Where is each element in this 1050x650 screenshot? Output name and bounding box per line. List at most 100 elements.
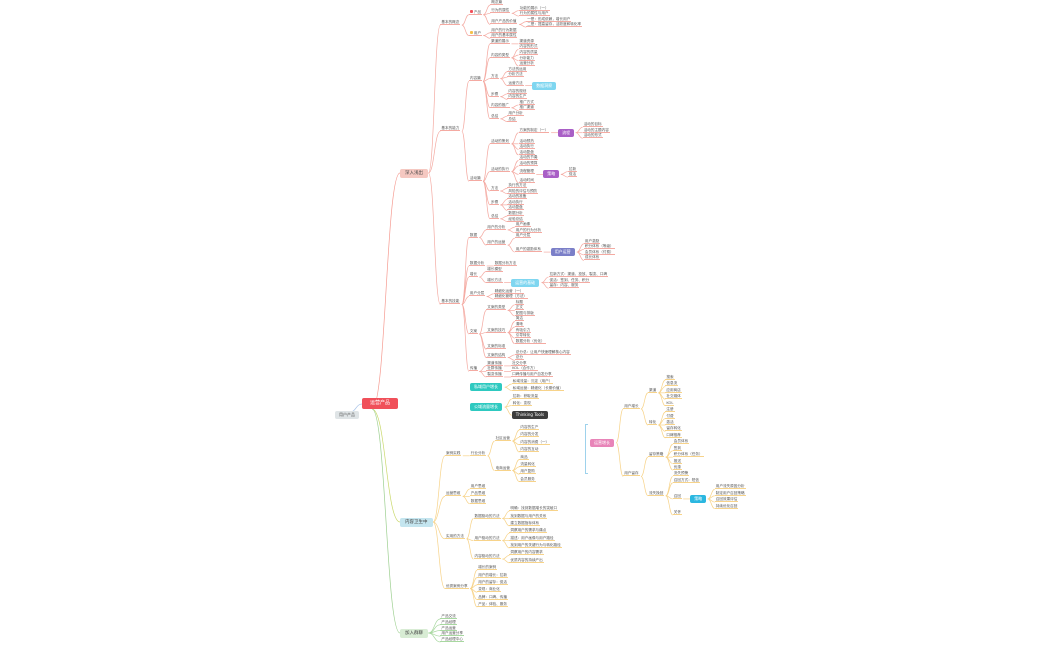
topic-node[interactable]: 口碑传播与用户自发分享 — [511, 372, 553, 377]
topic-node[interactable]: 用户的行为数据 — [490, 28, 518, 33]
topic-node[interactable]: 留存：内容、服务 — [548, 283, 580, 289]
topic-node[interactable]: 召回 — [672, 494, 682, 499]
topic-node[interactable]: 总结 — [490, 214, 500, 219]
topic-node[interactable]: 用户驱动的方法 — [473, 536, 501, 541]
topic-node[interactable]: 内容的质量 — [518, 50, 539, 55]
topic-node[interactable]: 用户的激励体系 — [514, 247, 542, 253]
topic-node[interactable]: 品牌：口碑、传播 — [477, 595, 508, 600]
topic-node[interactable]: 活动执行 — [518, 144, 535, 150]
topic-node[interactable]: 二是：提高留存，活跃度和转化率 — [526, 22, 583, 28]
topic-node[interactable]: 运营方法 — [507, 81, 524, 86]
topic-node[interactable]: 分析能力 — [518, 56, 535, 61]
topic-node[interactable]: 精细化管理（方法） — [493, 294, 529, 300]
topic-node[interactable]: 拉新方式：渠道、投放、裂变、口碑 — [548, 272, 609, 278]
topic-node[interactable]: 活动的节奏 — [518, 155, 539, 161]
topic-node[interactable]: 私域运营：精细化（长期价值） — [511, 386, 565, 391]
topic-node[interactable]: 内容的类型 — [490, 53, 510, 58]
topic-node[interactable]: 找到数据与用户的关系 — [509, 514, 548, 519]
topic-node[interactable]: 变现：商业化 — [477, 587, 501, 593]
topic-node[interactable]: 一是：形成依赖，增长用户 — [526, 17, 572, 22]
topic-node[interactable]: 文案的类型 — [486, 305, 507, 311]
topic-node[interactable]: 数据 — [468, 233, 479, 238]
topic-node[interactable]: 内容的互动 — [519, 447, 540, 453]
topic-node[interactable]: 方法的运用 — [507, 67, 528, 72]
topic-node[interactable]: 用户的增长：拉新 — [477, 573, 508, 578]
topic-node[interactable]: 社群传播 — [486, 366, 503, 372]
topic-node[interactable]: 渠道 — [648, 388, 658, 393]
topic-node[interactable]: 渠道资源 — [518, 39, 535, 44]
topic-node[interactable]: 用户运营 — [550, 248, 575, 257]
topic-node[interactable]: 风险的评估与预防 — [507, 189, 539, 194]
topic-node[interactable]: 用户 — [468, 31, 483, 36]
topic-node[interactable]: 用户增长 — [623, 404, 640, 409]
topic-node[interactable]: 用户复购 — [519, 469, 536, 475]
topic-node[interactable]: 产品经理 — [440, 620, 457, 625]
topic-node[interactable]: 商品 — [519, 455, 529, 460]
topic-node[interactable]: 找到用户的关键行为与转化路径 — [509, 543, 562, 548]
topic-node[interactable]: 推送 — [672, 459, 682, 464]
topic-node[interactable]: 配图与排版 — [514, 311, 535, 316]
topic-node[interactable]: 激活 — [665, 420, 675, 425]
topic-node[interactable]: 优惠 — [672, 465, 682, 470]
topic-node[interactable]: 推广渠道 — [518, 105, 535, 111]
topic-node[interactable]: 会员服务 — [519, 477, 536, 482]
topic-node[interactable]: 传播 — [468, 366, 479, 372]
topic-node[interactable]: KOL — [665, 401, 675, 406]
topic-node[interactable]: 私域用户增长 — [470, 383, 502, 392]
topic-node[interactable]: 策略 — [543, 170, 560, 179]
topic-node[interactable]: 产品 — [468, 10, 483, 15]
topic-node[interactable]: 活动执行 — [507, 200, 524, 205]
topic-node[interactable]: 社交分享 — [511, 361, 528, 366]
topic-node[interactable]: 活动时间 — [518, 178, 535, 183]
topic-node[interactable]: 用户的留存：促活 — [477, 580, 508, 585]
topic-node[interactable]: 用户产品的价值 — [490, 19, 518, 25]
topic-node[interactable]: 实用的方法 — [445, 534, 465, 539]
topic-node[interactable]: 私域流量：沉淀（用户） — [511, 379, 554, 384]
topic-node[interactable]: 产品经理中心 — [440, 637, 464, 642]
topic-node[interactable]: 用户分层 — [514, 233, 532, 239]
topic-node[interactable]: 运营思维 — [445, 491, 462, 497]
topic-node[interactable]: 引导转化 — [514, 333, 532, 339]
topic-node[interactable]: 用户流失原因分析 — [714, 484, 746, 490]
topic-node[interactable]: 促活 — [567, 172, 578, 178]
topic-node[interactable]: 洞察用户的内容需求 — [509, 550, 544, 556]
topic-node[interactable]: 运营增长 — [590, 438, 614, 447]
topic-node[interactable]: 增长模型 — [486, 267, 503, 272]
topic-node[interactable]: 运营分析 — [518, 61, 535, 67]
central-topic[interactable]: 运营产品 — [362, 398, 399, 409]
topic-node[interactable]: 活动的执行 — [490, 167, 510, 172]
topic-node[interactable]: 裂变传播 — [486, 372, 503, 377]
topic-node[interactable]: 经验总结 — [507, 217, 524, 222]
topic-node[interactable]: 内容的消费（一） — [519, 440, 551, 445]
topic-node[interactable]: 基本的概念 — [440, 20, 461, 26]
topic-node[interactable]: 活动的主题内容 — [582, 128, 610, 133]
topic-node[interactable]: 步骤 — [490, 92, 500, 97]
topic-node[interactable]: 签到 — [672, 446, 682, 451]
topic-node[interactable]: 积分体系（等级） — [583, 244, 615, 250]
topic-node[interactable]: 增长的案例 — [477, 565, 498, 571]
topic-node[interactable]: 拉新：获取流量 — [511, 394, 539, 399]
topic-node[interactable]: 渠道传播 — [486, 361, 503, 366]
topic-node[interactable]: 用户的行为分析 — [514, 228, 542, 233]
topic-node[interactable]: 文案 — [468, 329, 479, 334]
topic-node[interactable]: 数据思维 — [469, 499, 487, 504]
topic-node[interactable]: 内容的生产 — [519, 425, 540, 430]
topic-node[interactable]: 案例实践 — [445, 451, 462, 456]
topic-node[interactable]: 拉新 — [567, 167, 578, 172]
topic-node[interactable]: 用户激励 — [583, 239, 601, 244]
topic-node[interactable]: 方法 — [490, 186, 500, 191]
topic-node[interactable]: 内容的形式 — [518, 44, 539, 50]
topic-node[interactable]: 关怀 — [672, 510, 682, 515]
topic-node[interactable]: 用户的分析 — [486, 225, 507, 230]
topic-node[interactable]: 数据分析 — [468, 261, 486, 266]
topic-node[interactable]: 行业分析 — [469, 451, 487, 456]
topic-node[interactable]: 活动预热 — [518, 139, 535, 144]
topic-node[interactable]: 活动的预算 — [518, 161, 539, 166]
topic-node[interactable]: 内容的分发 — [519, 432, 540, 438]
topic-node[interactable]: 标题 — [514, 300, 524, 305]
topic-node[interactable]: 成长体系 — [583, 255, 601, 261]
topic-node[interactable]: 口碑推荐 — [665, 433, 682, 438]
topic-node[interactable]: 会员体系 — [672, 439, 690, 445]
topic-node[interactable]: 社交媒体 — [665, 394, 682, 400]
topic-node[interactable]: Thinking Tools — [511, 411, 549, 420]
